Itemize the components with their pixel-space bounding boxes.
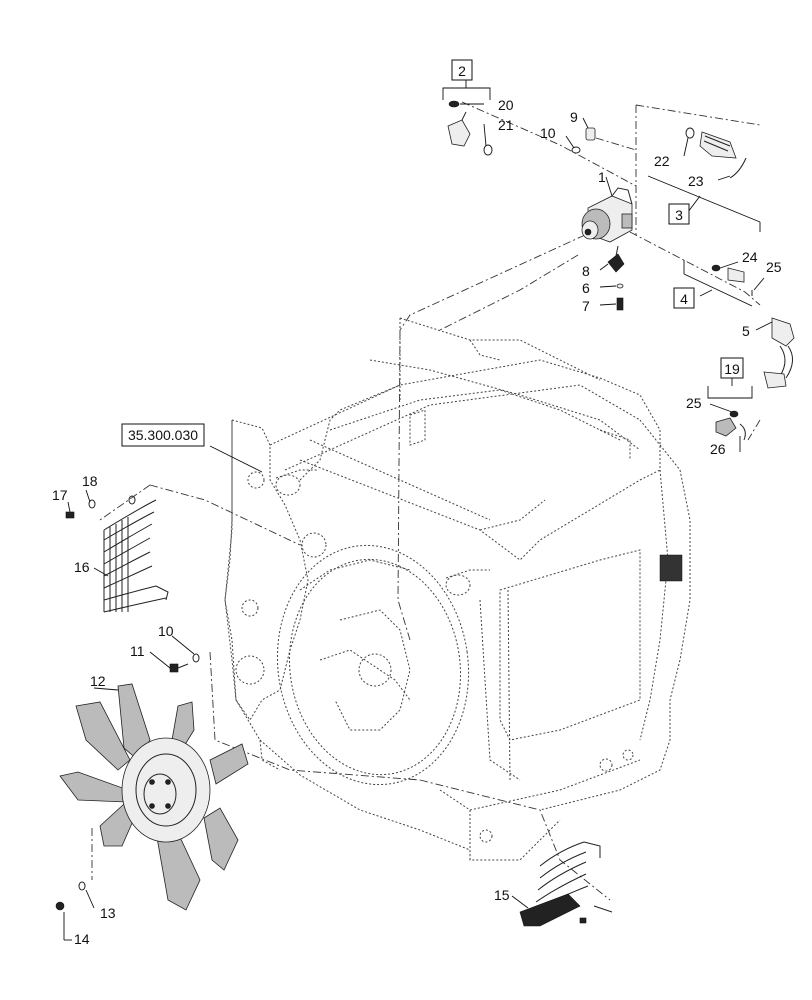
callout-11: 11 <box>130 643 145 659</box>
hydraulic-motor <box>581 187 633 243</box>
callout-21: 21 <box>498 117 514 133</box>
kit-box-4 <box>673 287 695 309</box>
callout-24: 24 <box>742 249 758 265</box>
leader-lines <box>63 80 773 941</box>
callout-3: 3 <box>675 207 683 223</box>
callout-boxes <box>121 59 744 447</box>
cooling-fan <box>59 683 249 911</box>
callout-10-top: 10 <box>540 125 556 141</box>
callout-19: 19 <box>724 361 740 377</box>
callout-20: 20 <box>498 97 514 113</box>
reference-box <box>121 423 205 447</box>
kit-box-3 <box>668 203 690 225</box>
port-plug <box>571 127 596 154</box>
callout-15: 15 <box>494 887 510 903</box>
callout-16: 16 <box>74 559 90 575</box>
callout-4: 4 <box>680 291 688 307</box>
callout-9: 9 <box>570 109 578 125</box>
guard-fasteners <box>65 495 136 519</box>
callout-17: 17 <box>52 487 68 503</box>
fan-fasteners <box>169 653 200 673</box>
callout-23: 23 <box>688 173 704 189</box>
callout-7: 7 <box>582 298 590 314</box>
callout-12: 12 <box>90 673 106 689</box>
fan-hub-fasteners <box>55 881 86 911</box>
callout-14: 14 <box>74 931 90 947</box>
hose-assembly <box>763 317 795 389</box>
callout-6: 6 <box>582 280 590 296</box>
assembly-lines <box>91 101 761 901</box>
callout-13: 13 <box>100 905 116 921</box>
callout-10-lower: 10 <box>158 623 174 639</box>
callout-25-top: 25 <box>766 259 782 275</box>
straight-fitting <box>685 127 747 179</box>
callout-5: 5 <box>742 323 750 339</box>
callout-18: 18 <box>82 473 98 489</box>
upper-guard <box>103 499 169 613</box>
callout-2: 2 <box>458 63 466 79</box>
callout-25-bottom: 25 <box>686 395 702 411</box>
kit-box-2 <box>451 59 473 81</box>
reference-label: 35.300.030 <box>128 427 198 443</box>
callout-labels: 2 20 21 9 10 1 22 23 3 8 6 7 24 25 4 5 1… <box>52 63 782 947</box>
elbow-fitting <box>447 100 493 156</box>
mounting-hardware <box>607 245 625 311</box>
frame-housing <box>224 317 691 861</box>
callout-22: 22 <box>654 153 670 169</box>
callout-26: 26 <box>710 441 726 457</box>
lower-guard <box>519 841 613 927</box>
adapter-fitting <box>711 264 753 296</box>
kit-box-19 <box>720 357 744 379</box>
callout-1: 1 <box>598 169 606 185</box>
elbow-fitting-lower <box>715 410 746 441</box>
callout-8: 8 <box>582 263 590 279</box>
